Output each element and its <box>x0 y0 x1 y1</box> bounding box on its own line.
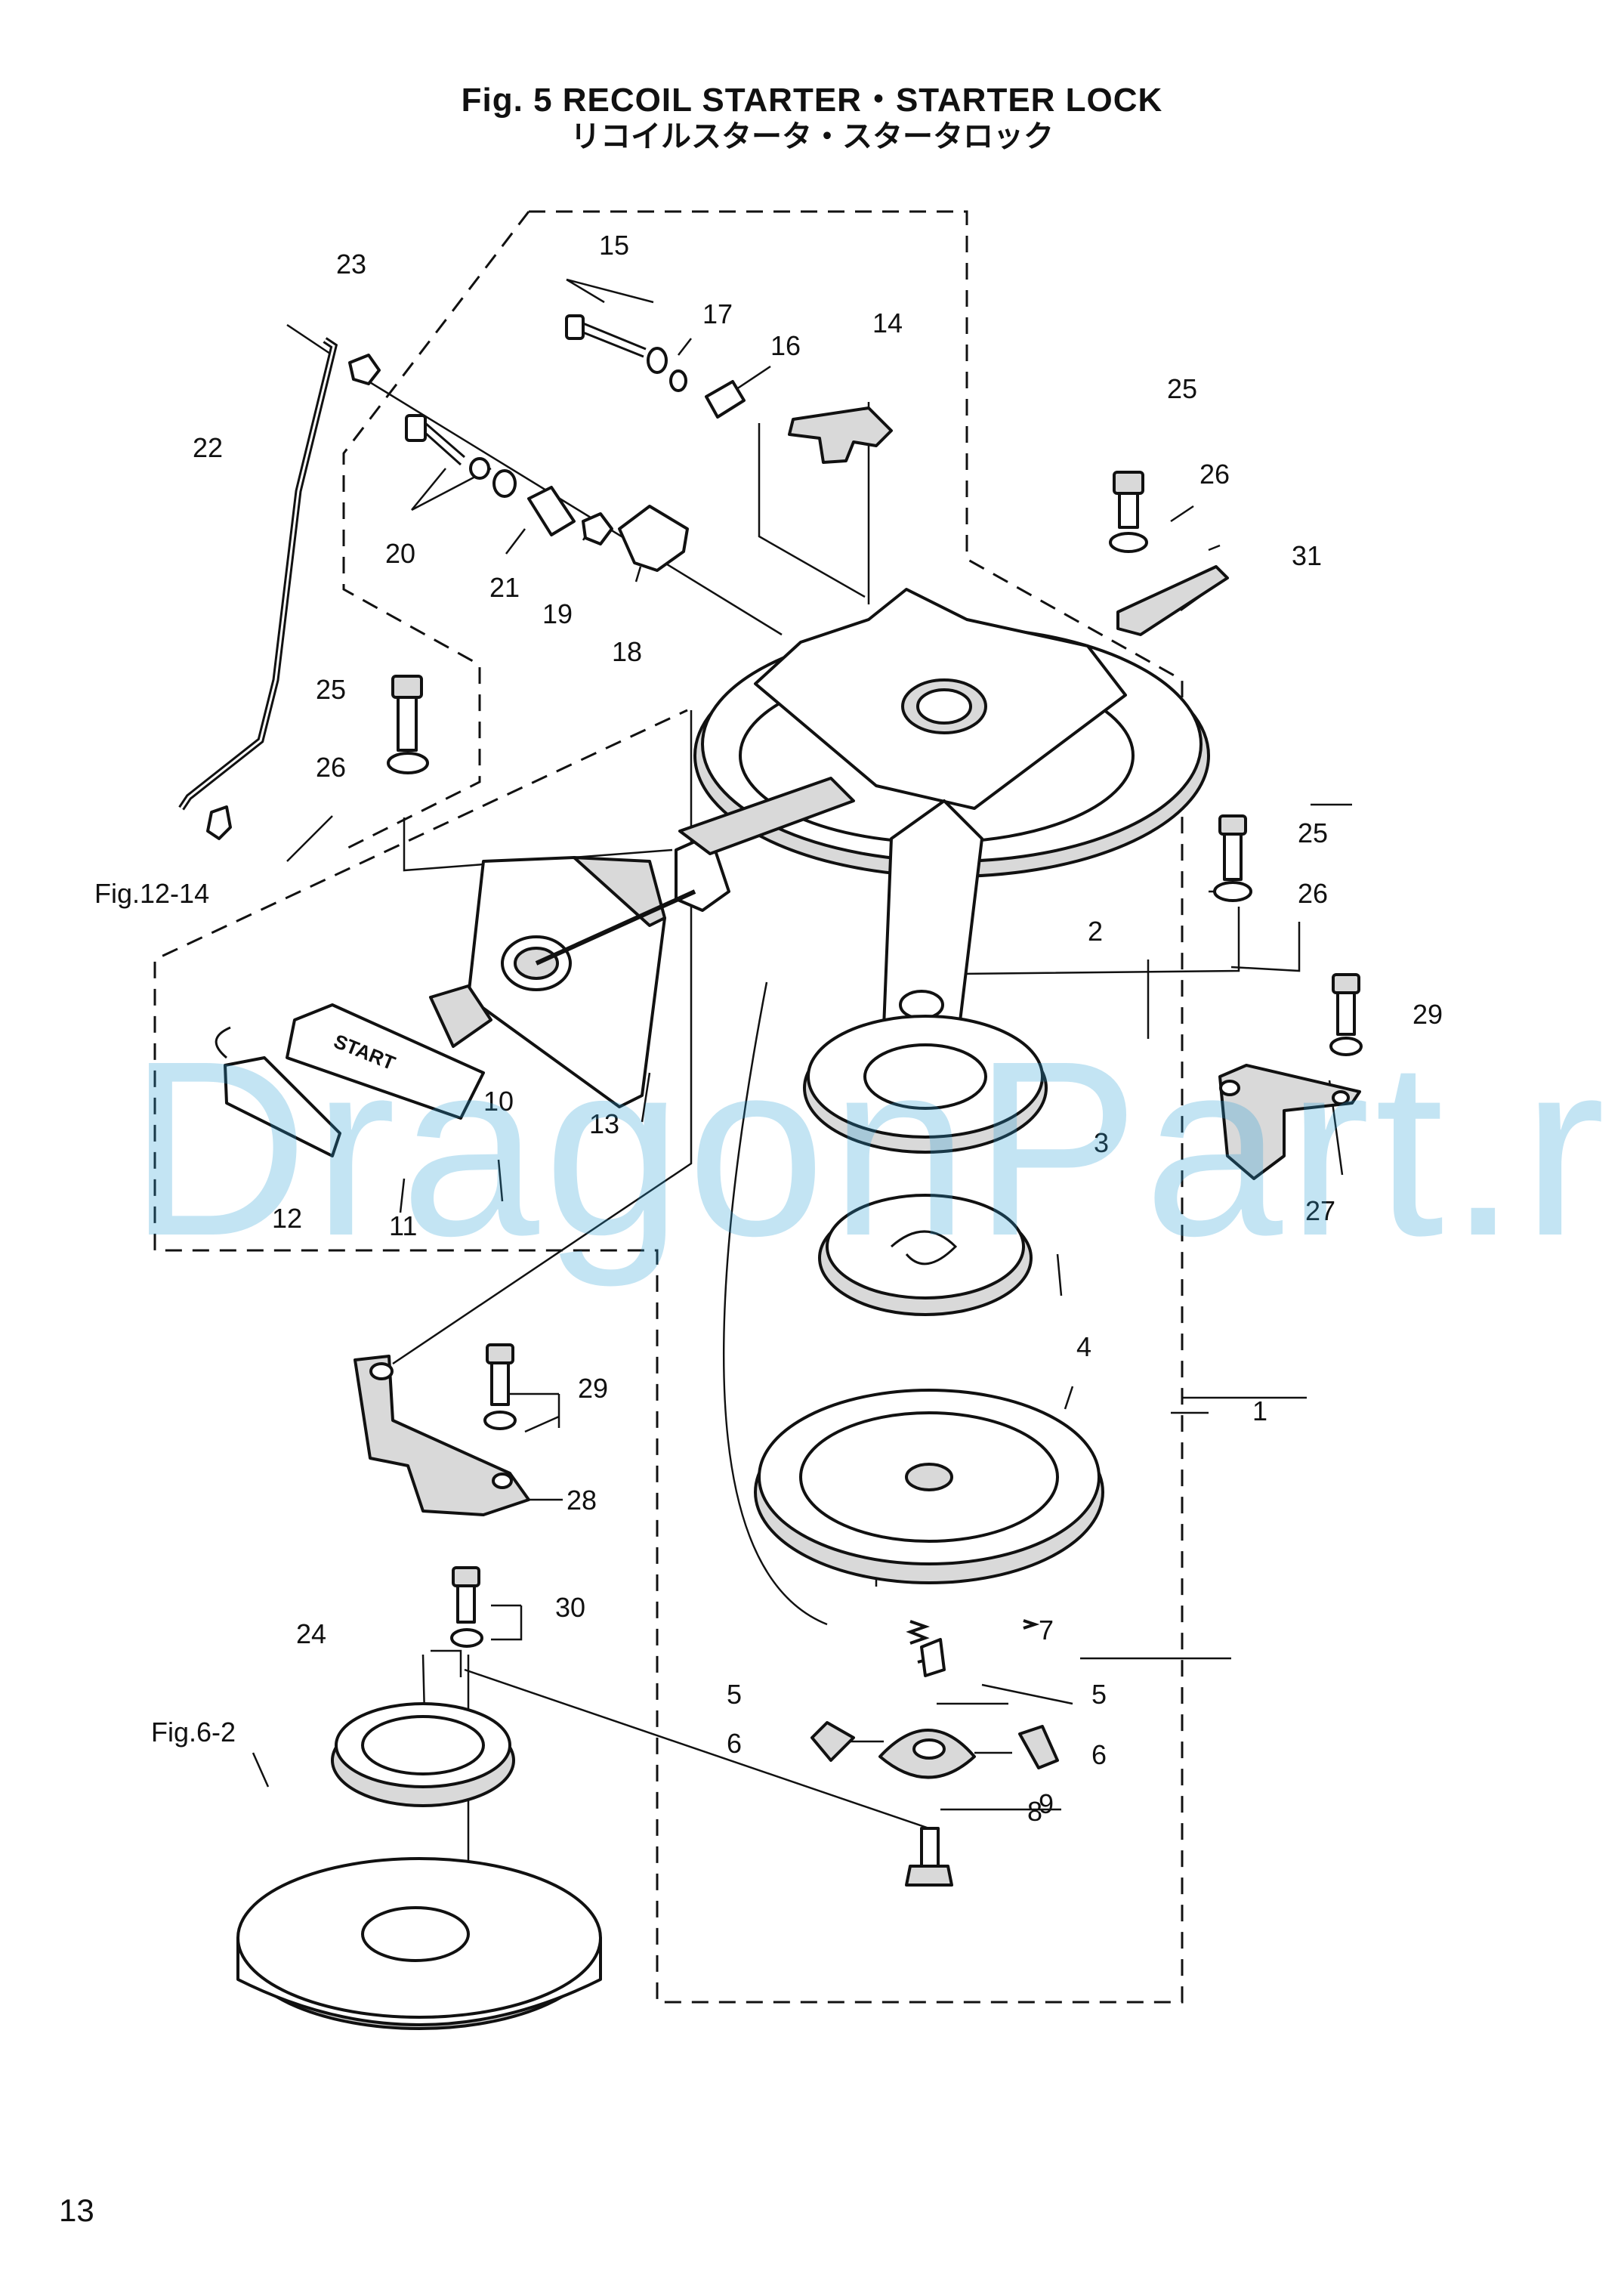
reference-fig12: Fig.12-14 <box>94 878 209 909</box>
callout-14: 14 <box>872 307 903 338</box>
callout-20: 20 <box>385 538 415 569</box>
callout-26-left: 26 <box>316 752 346 783</box>
callout-26-top: 26 <box>1199 459 1230 490</box>
callout-28: 28 <box>567 1485 597 1516</box>
starter-lock-brackets <box>354 1064 1361 1516</box>
callout-1: 1 <box>1252 1395 1267 1426</box>
callout-22: 22 <box>193 432 223 463</box>
pulley-assembly <box>754 1015 1104 1584</box>
callout-17: 17 <box>702 298 733 329</box>
callout-6-left: 6 <box>727 1728 742 1759</box>
callout-5-right: 5 <box>1091 1679 1107 1710</box>
callout-13: 13 <box>589 1108 619 1139</box>
callout-9: 9 <box>1039 1788 1054 1819</box>
callout-18: 18 <box>612 636 642 667</box>
callout-11: 11 <box>389 1210 417 1241</box>
callout-2: 2 <box>1088 916 1103 947</box>
figure-title: Fig. 5 RECOIL STARTER・STARTER LOCK <box>461 82 1163 119</box>
drum-and-flywheel <box>236 1702 602 2030</box>
callout-31: 31 <box>1292 540 1322 571</box>
callout-25-right: 25 <box>1298 817 1328 848</box>
callout-30: 30 <box>555 1592 585 1623</box>
starter-case <box>675 588 1210 1044</box>
reference-fig6: Fig.6-2 <box>151 1717 236 1748</box>
callout-7: 7 <box>1039 1615 1054 1646</box>
callout-5-left: 5 <box>727 1679 742 1710</box>
callout-29-right: 29 <box>1413 999 1443 1030</box>
starter-handle-assembly: START <box>215 856 696 1157</box>
watermark: DragonPart.ru <box>128 1009 1624 1287</box>
callout-23: 23 <box>336 249 366 280</box>
callout-16: 16 <box>770 330 801 361</box>
callout-19: 19 <box>542 598 573 629</box>
callout-27: 27 <box>1305 1195 1335 1226</box>
callout-4: 4 <box>1076 1331 1091 1362</box>
callout-25-left: 25 <box>316 674 346 705</box>
callout-8: 8 <box>1027 1796 1042 1827</box>
callout-3: 3 <box>1094 1127 1109 1158</box>
starter-lock-rod <box>178 337 338 811</box>
hardware-parts <box>206 314 1363 1648</box>
callout-12: 12 <box>272 1203 302 1234</box>
assembly-boundary <box>153 210 1184 2004</box>
callout-24: 24 <box>296 1618 326 1649</box>
ratchet-parts <box>810 1619 1059 1887</box>
callout-21: 21 <box>489 572 520 603</box>
callout-6-right: 6 <box>1091 1739 1107 1770</box>
callout-10: 10 <box>483 1086 514 1117</box>
callout-26-right: 26 <box>1298 878 1328 909</box>
page-number: 13 <box>59 2193 94 2228</box>
callout-29-left: 29 <box>578 1373 608 1404</box>
callout-25-top: 25 <box>1167 373 1197 404</box>
figure-title-japanese: リコイルスタータ・スタータロック <box>570 119 1054 154</box>
callout-15: 15 <box>599 230 629 261</box>
callout-numbers: 1 2 3 4 5 5 6 6 7 8 9 10 11 12 13 14 15 … <box>94 230 1443 1827</box>
